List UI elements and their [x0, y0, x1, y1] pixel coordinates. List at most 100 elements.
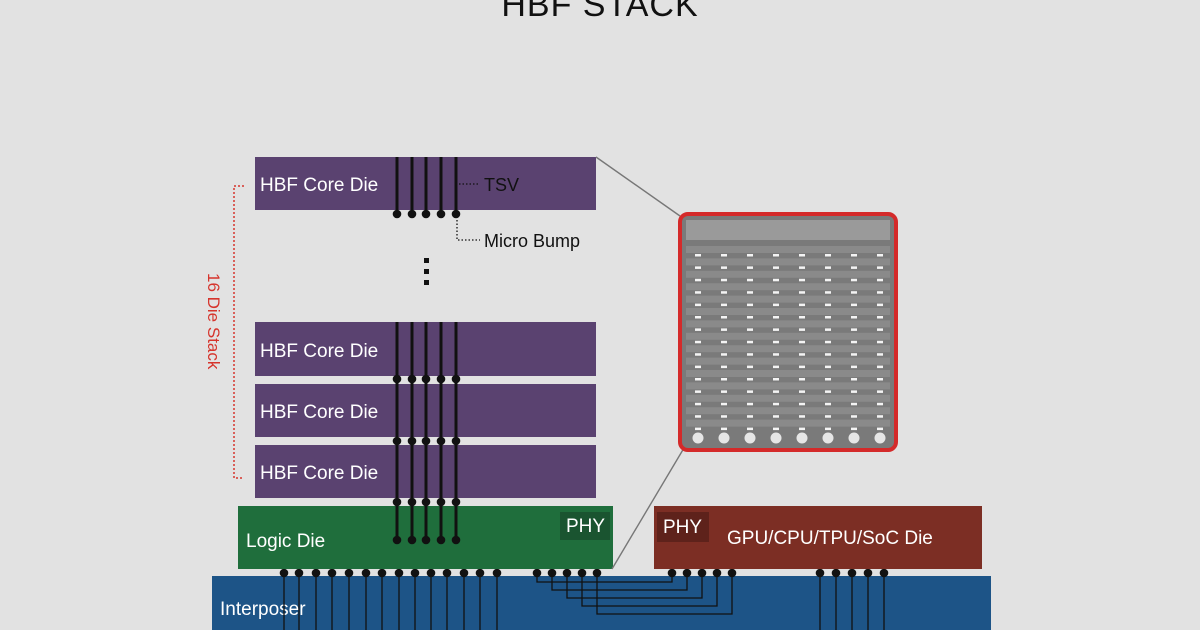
- inset-tsv-segment: [695, 278, 701, 282]
- micro-bump: [421, 209, 431, 219]
- micro-bump: [344, 568, 354, 578]
- soc-die-phy-label: PHY: [663, 517, 702, 538]
- soc-die-phy: [657, 512, 709, 542]
- inset-tsv-segment: [747, 278, 753, 282]
- inset-tsv-segment: [825, 378, 831, 381]
- inset-tsv-segment: [877, 278, 883, 282]
- inset-tsv-segment: [825, 340, 831, 344]
- inset-tsv-segment: [877, 390, 883, 393]
- inset-layer: [686, 283, 890, 291]
- inset-tsv-segment: [799, 353, 805, 356]
- inset-bump: [718, 432, 730, 444]
- micro-bump: [863, 568, 873, 578]
- inset-tsv-segment: [825, 427, 831, 431]
- phy-link-wire: [581, 573, 718, 607]
- inset-tsv-segment: [825, 291, 831, 294]
- micro-bump: [361, 568, 371, 578]
- inset-tsv-segment: [825, 415, 831, 418]
- inset-tsv-segment: [695, 303, 701, 307]
- inset-tsv-segment: [695, 254, 701, 257]
- inset-tsv-segment: [877, 402, 883, 406]
- core-die-label-3: HBF Core Die: [260, 341, 378, 362]
- inset-tsv-segment: [851, 402, 857, 406]
- inset-tsv-segment: [747, 254, 753, 257]
- interposer-label: Interposer: [220, 599, 306, 620]
- inset-tsv-segment: [747, 266, 753, 269]
- inset-layer: [686, 419, 890, 427]
- micro-bump: [327, 568, 337, 578]
- inset-tsv-segment: [747, 415, 753, 418]
- inset-tsv-segment: [721, 303, 727, 307]
- micro-bump: [436, 497, 446, 507]
- inset-tsv-segment: [773, 266, 779, 269]
- inset-tsv-segment: [851, 328, 857, 331]
- inset-layer: [686, 270, 890, 278]
- inset-tsv-segment: [825, 353, 831, 356]
- inset-tsv-segment: [695, 365, 701, 369]
- inset-tsv-segment: [877, 291, 883, 294]
- micro-bump: [451, 436, 461, 446]
- micro-bump: [407, 436, 417, 446]
- logic-die-phy: [560, 512, 610, 540]
- inset-tsv-segment: [877, 427, 883, 431]
- inset-tsv-segment: [721, 378, 727, 381]
- micro-bump-label: Micro Bump: [484, 231, 580, 251]
- inset-tsv-segment: [799, 390, 805, 393]
- inset-tsv-segment: [877, 316, 883, 319]
- inset-tsv-segment: [799, 328, 805, 331]
- inset-tsv-segment: [799, 402, 805, 406]
- inset-tsv-segment: [695, 266, 701, 269]
- inset-tsv-segment: [721, 266, 727, 269]
- interposer: [212, 576, 991, 630]
- inset-bump: [692, 432, 704, 444]
- micro-bump: [426, 568, 436, 578]
- phy-link-wire: [596, 573, 733, 615]
- inset-bump: [848, 432, 860, 444]
- inset-tsv-segment: [747, 390, 753, 393]
- inset-tsv-segment: [799, 365, 805, 369]
- inset-tsv-segment: [695, 427, 701, 431]
- inset-tsv-segment: [773, 328, 779, 331]
- micro-bump: [421, 497, 431, 507]
- inset-tsv-segment: [695, 390, 701, 393]
- inset-tsv-segment: [721, 427, 727, 431]
- inset-tsv-segment: [877, 378, 883, 381]
- inset-tsv-segment: [799, 340, 805, 344]
- inset-layer: [686, 332, 890, 340]
- micro-bump: [436, 436, 446, 446]
- inset-tsv-segment: [747, 328, 753, 331]
- inset-layer: [686, 308, 890, 315]
- micro-bump: [394, 568, 404, 578]
- inset-tsv-segment: [825, 390, 831, 393]
- inset-tsv-segment: [773, 291, 779, 294]
- phy-link-wire: [536, 573, 673, 583]
- micro-bump: [451, 497, 461, 507]
- inset-tsv-segment: [773, 415, 779, 418]
- micro-bump: [847, 568, 857, 578]
- inset-tsv-segment: [747, 291, 753, 294]
- micro-bump: [815, 568, 825, 578]
- zoom-leader-bottom: [611, 447, 685, 570]
- inset-tsv-segment: [721, 291, 727, 294]
- inset-tsv-segment: [773, 340, 779, 344]
- inset-tsv-segment: [799, 427, 805, 431]
- micro-bump: [421, 374, 431, 384]
- inset-layer: [686, 345, 890, 353]
- inset-tsv-segment: [825, 266, 831, 269]
- inset-tsv-segment: [851, 266, 857, 269]
- micro-bump: [392, 535, 402, 545]
- inset-layer: [686, 382, 890, 390]
- inset-tsv-segment: [721, 316, 727, 319]
- inset-tsv-segment: [877, 353, 883, 356]
- inset-tsv-segment: [747, 303, 753, 307]
- inset-tsv-segment: [877, 303, 883, 307]
- inset-tsv-segment: [799, 266, 805, 269]
- inset-tsv-segment: [877, 328, 883, 331]
- inset-tsv-segment: [773, 353, 779, 356]
- inset-layer: [686, 407, 890, 415]
- inset-tsv-segment: [747, 402, 753, 406]
- inset-tsv-segment: [877, 415, 883, 418]
- inset-tsv-segment: [721, 402, 727, 406]
- inset-tsv-segment: [747, 427, 753, 431]
- inset-tsv-segment: [799, 278, 805, 282]
